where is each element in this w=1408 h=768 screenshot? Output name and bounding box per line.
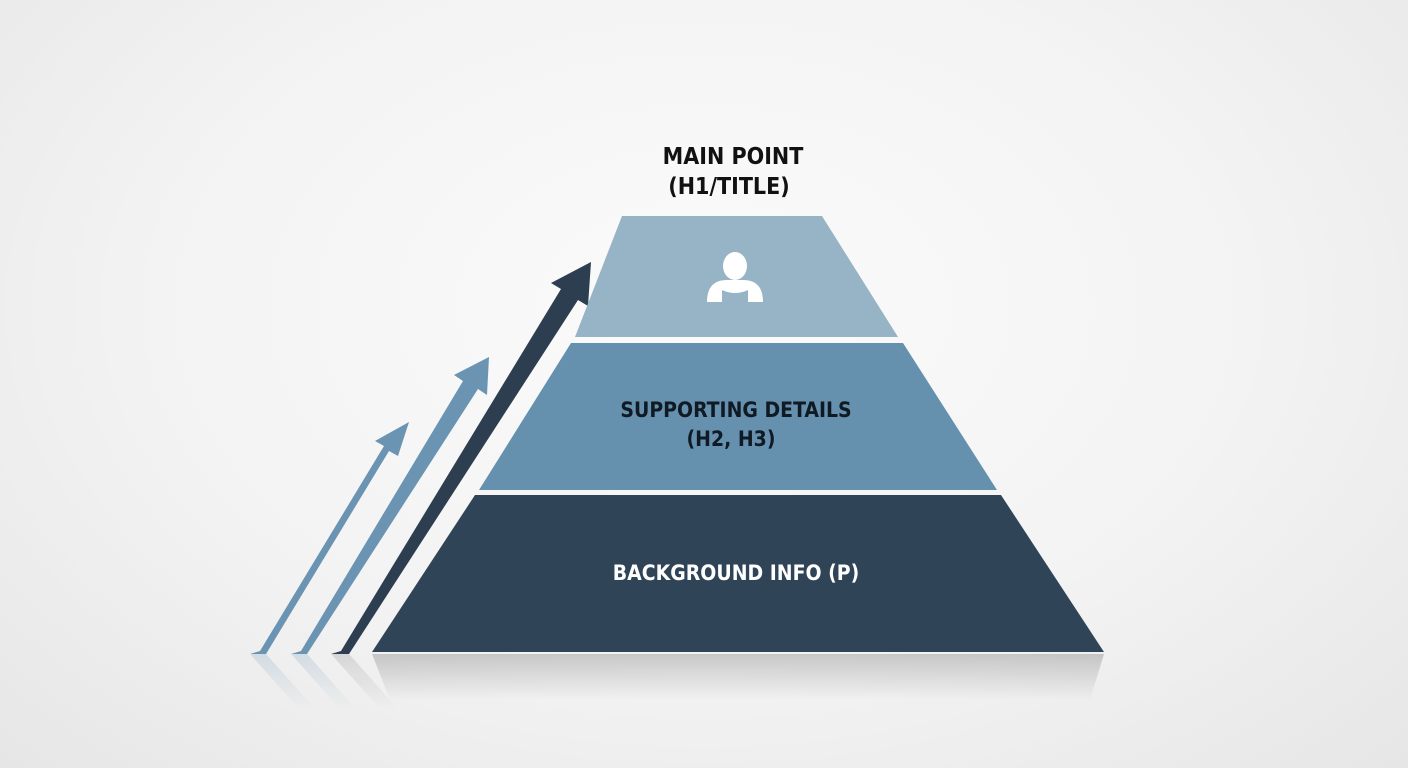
- middle-tier-line-1: SUPPORTING DETAILS: [620, 398, 851, 422]
- growth-arrows: [250, 262, 591, 654]
- pyramid-shadow: [372, 654, 1104, 700]
- middle-tier-line-2: (H2, H3): [687, 427, 776, 451]
- pyramid-tier-bottom: [372, 495, 1104, 652]
- growth-arrow-medium: [291, 357, 489, 654]
- bottom-tier-label: BACKGROUND INFO (P): [613, 561, 860, 585]
- pyramid-tier-middle: [479, 343, 997, 490]
- growth-arrow-large: [331, 262, 591, 654]
- growth-arrow-small: [250, 422, 409, 654]
- user-icon: [707, 252, 763, 302]
- title-line-2: (H1/TITLE): [668, 174, 789, 200]
- arrow-reflections: [250, 654, 399, 710]
- title-line-1: MAIN POINT: [663, 144, 804, 170]
